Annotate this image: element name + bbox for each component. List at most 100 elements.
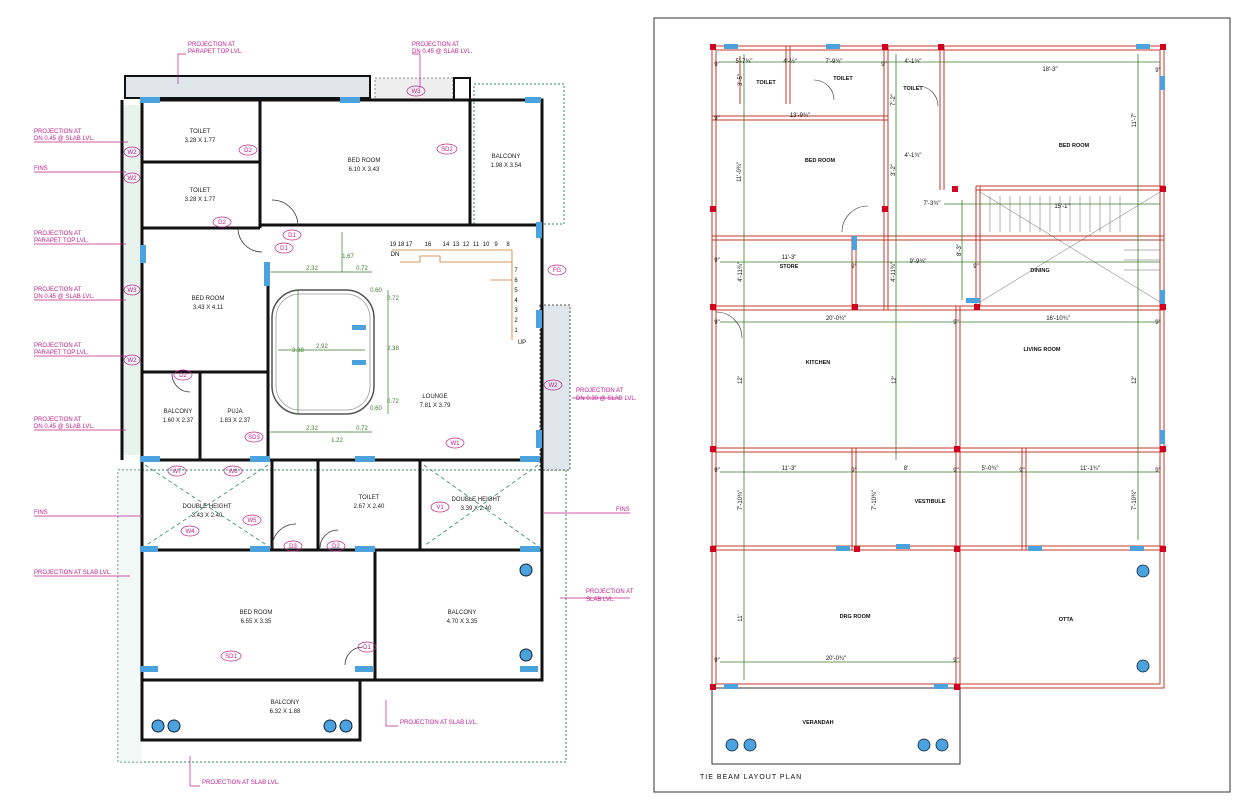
annotation: PROJECTION AT [34, 231, 82, 237]
opening-tag: W2 [549, 383, 559, 389]
room-name: LOUNGE [422, 394, 447, 400]
dim: 4'-1¾" [905, 59, 922, 65]
opening-tag: W2 [128, 150, 138, 156]
opening-tag: D1 [280, 246, 288, 252]
balcony-projection [473, 83, 565, 225]
room-size: 6.55 X 3.35 [241, 619, 272, 625]
stair-num: 10 [483, 242, 490, 248]
opening-tag: D2 [244, 148, 252, 154]
opening-tag: V1 [436, 505, 444, 511]
room-name: TOILET [756, 80, 776, 86]
opening-tag: FG [553, 268, 562, 274]
room-size: 3.43 X 2.40 [192, 513, 223, 519]
room-name: TOILET [190, 129, 211, 135]
room-name: STORE [780, 264, 799, 270]
leader-lines [34, 53, 630, 787]
dim: 2.32 [306, 426, 318, 432]
beam-width-mark: 9" [714, 62, 719, 68]
dim: 16'-10¾" [1046, 316, 1070, 322]
dim: 20'-0¾" [826, 656, 846, 662]
double-height-cross [144, 464, 539, 547]
beam-width-mark: 9" [953, 320, 958, 326]
room-size: 4.70 X 3.35 [447, 619, 478, 625]
room-size: 3.43 X 4.11 [193, 305, 224, 311]
stair-num: 12 [463, 242, 470, 248]
dim: 20'-0¾" [826, 316, 846, 322]
left-floor-plan: 19 18 17 16 14 13 12 11 10 9 8 7 6 5 4 3… [34, 42, 637, 787]
beam-width-mark: 9" [1019, 468, 1024, 474]
dim: 11'-1¾" [1080, 466, 1100, 472]
dim: 2.92 [316, 344, 328, 350]
dim: 7'-9¾" [826, 59, 843, 65]
dim: 7'-3¾" [924, 201, 941, 207]
room-name: BED ROOM [348, 158, 381, 164]
opening-tag: D1 [363, 645, 371, 651]
opening-tag: SD2 [441, 147, 453, 153]
dim: 5'-7¾" [736, 59, 753, 65]
beam-width-mark: 9" [953, 468, 958, 474]
stair-num: 8 [506, 242, 510, 248]
dim: 1.22 [331, 438, 343, 444]
columns [710, 44, 1166, 690]
opening-tag: W2 [128, 176, 138, 182]
annotation: SLAB LVL. [586, 597, 615, 603]
dim: 1.67 [342, 254, 354, 260]
room-size: 6.32 X 1.88 [270, 709, 301, 715]
room-name: TOILET [833, 76, 853, 82]
opening-tag: D2 [218, 220, 226, 226]
annotation: PROJECTION AT SLAB LVL. [400, 720, 478, 726]
annotation: PROJECTION AT [34, 287, 82, 293]
opening-tag: D2 [332, 544, 340, 550]
opening-tag: W4 [186, 529, 196, 535]
opening-tag: D3 [289, 544, 297, 550]
room-name: KITCHEN [806, 360, 830, 366]
dim: 18'-3" [1042, 67, 1057, 73]
opening-tag: D2 [179, 373, 187, 379]
beam-width-mark: 9" [714, 658, 719, 664]
dim: 4'-11¾" [738, 262, 744, 282]
column-dots [151, 563, 533, 733]
stair-num: 11 [473, 242, 480, 248]
dim: 0.72 [356, 266, 368, 272]
dim: 13'-9¾" [790, 113, 810, 119]
room-name: BED ROOM [1059, 143, 1090, 149]
beam-width-mark: 9" [1155, 320, 1160, 326]
stair-num: 17 [406, 242, 413, 248]
walls [120, 98, 544, 742]
stair-num: 18 [398, 242, 405, 248]
room-name: OTTA [1059, 617, 1074, 623]
dim: 0.72 [387, 296, 399, 302]
room-size: 1.98 X 3.54 [491, 163, 522, 169]
dim: 9'-9¾" [910, 259, 927, 265]
room-size: 7.81 X 3.79 [420, 403, 451, 409]
beam-width-mark: 9" [714, 320, 719, 326]
room-name: BALCONY [164, 409, 193, 415]
stair-num: 13 [453, 242, 460, 248]
dim-lines [270, 232, 389, 433]
room-name: BALCONY [448, 610, 477, 616]
parapet-top [124, 75, 371, 99]
void-frame [271, 289, 375, 415]
annotation: PROJECTION AT [34, 417, 82, 423]
room-size: 3.39 X 2.40 [461, 506, 492, 512]
beam-width-mark: 9" [714, 468, 719, 474]
void-frame-inner [275, 293, 371, 411]
annotation: PARAPET TOP LVL. [188, 49, 243, 55]
opening-tag: W1 [451, 441, 461, 447]
annotation: DN 0.45 @ SLAB LVL. [34, 294, 95, 300]
stair-num: 7 [514, 268, 518, 274]
dim: 3'-5" [738, 74, 744, 86]
stair-num: 5 [514, 288, 518, 294]
annotation: DN 0.45 @ SLAB LVL. [34, 424, 95, 430]
dim: 11'-0¾" [737, 162, 743, 182]
projection-left-strip [122, 105, 142, 455]
annotation: PROJECTION AT [412, 42, 460, 48]
annotation: PROJECTION AT [586, 589, 634, 595]
dining-stair [979, 191, 1161, 303]
annotation: DN 0.45 @ SLAB LVL. [412, 49, 473, 55]
beam-width-mark: 9" [851, 468, 856, 474]
annotation: PARAPET TOP LVL. [34, 350, 89, 356]
dim: 4'-11¾" [891, 262, 897, 282]
room-size: 3.28 X 1.77 [185, 197, 216, 203]
annotation: DN 0.45 @ SLAB LVL. [34, 136, 95, 142]
